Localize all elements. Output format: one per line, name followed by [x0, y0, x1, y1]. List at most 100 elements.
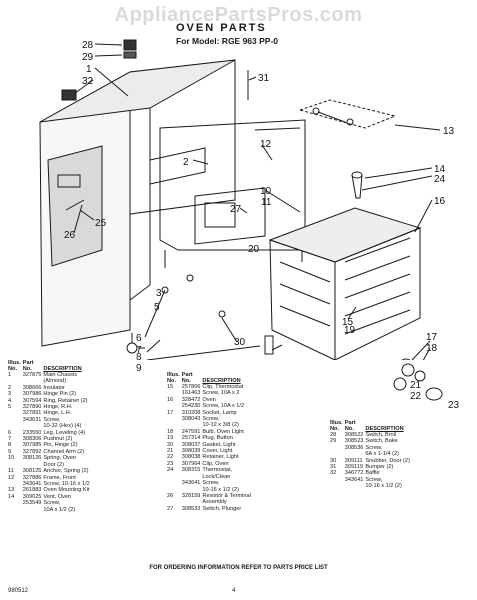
- part-description: Oven Mounting Kit: [43, 487, 90, 494]
- part-number: 309111: [344, 457, 363, 464]
- part-description: 10-16 x 1/2 (2): [202, 486, 239, 493]
- illus-header: Illus.No.: [330, 420, 343, 432]
- illus-number: 12: [8, 474, 15, 481]
- vent-drawing: [351, 171, 363, 199]
- part-number: 233550: [22, 429, 42, 436]
- desc-header: DESCRIPTION: [43, 366, 82, 372]
- part-description: Thermostat,: [202, 467, 233, 474]
- part-description: Vent, Oven: [43, 493, 72, 500]
- part-description: Leg, Leveling (4): [43, 429, 86, 436]
- illus-number: 15: [167, 384, 174, 390]
- part-description: Snubber, Door (2): [365, 457, 410, 464]
- part-description: Cover, Light: [202, 448, 233, 455]
- part-number: 307986: [22, 391, 42, 398]
- part-description: Frame, Front: [43, 474, 76, 481]
- part-number: 343641: [181, 480, 201, 487]
- part-number: 308038: [181, 454, 201, 461]
- callout-25: 25: [95, 218, 107, 229]
- callout-23: 23: [448, 400, 460, 411]
- part-number: [345, 483, 366, 489]
- light-cover-shape: [425, 387, 443, 401]
- part-number: 343641: [22, 480, 42, 487]
- illus-number: 10: [8, 455, 15, 462]
- illus-number: 2: [8, 384, 12, 391]
- illus-number: 13: [8, 487, 15, 494]
- part-description: Hinge, L.H.: [43, 410, 72, 417]
- callout-1: 1: [86, 64, 92, 75]
- part-description: 6A x 1-1/4 (2): [365, 451, 400, 458]
- part-description: Gasket, Light: [202, 441, 236, 448]
- part-description: 10-32 (Hex) (4): [43, 423, 82, 430]
- part-description: Clip, Thermostat: [202, 384, 244, 390]
- illus-number: [330, 483, 345, 489]
- callout-26: 26: [64, 230, 76, 241]
- callout-29: 29: [82, 52, 94, 63]
- part-number: 308666: [22, 384, 42, 391]
- front-frame-drawing: [159, 119, 306, 268]
- part-description: Channel Arm (2): [43, 448, 85, 455]
- illus-number: 23: [167, 460, 174, 467]
- part-number: 308522: [344, 432, 364, 438]
- illus-number: 28: [330, 432, 337, 438]
- part-number: 307985: [22, 442, 42, 449]
- part-description: Insulator: [43, 384, 65, 391]
- callout-14: 14: [434, 164, 446, 175]
- part-number: 310208: [181, 409, 201, 416]
- callout-13: 13: [443, 126, 455, 137]
- part-description: Switch, Plunger: [202, 505, 242, 512]
- part-number: 327875: [22, 372, 42, 378]
- illus-number: 16: [167, 396, 174, 403]
- part-number: [23, 507, 44, 513]
- light-assembly-drawing: [401, 358, 411, 360]
- part-description: Lock/Clean: [202, 473, 231, 480]
- part-description: Anchor, Spring (2): [43, 468, 89, 475]
- illus-number: 11: [8, 468, 14, 475]
- part-description: Screw, 10A x 1/2: [202, 403, 245, 410]
- illus-number: 20: [167, 441, 174, 448]
- callout-31: 31: [258, 73, 270, 84]
- callout-30: 30: [234, 337, 246, 348]
- part-description: 10-12 x 3/8 (2): [202, 422, 239, 429]
- part-number: 261883: [22, 487, 42, 494]
- callout-22: 22: [410, 391, 422, 402]
- illus-number: 5: [8, 404, 12, 411]
- part-number: 308125: [22, 468, 42, 475]
- part-description: Clip, Oven: [202, 460, 229, 467]
- desc-header: DESCRIPTION: [365, 426, 404, 432]
- part-number: 343641: [344, 476, 364, 483]
- oven-mounting-kit-drawing: [298, 99, 397, 129]
- part-description: Bumper (2): [365, 464, 394, 471]
- callout-32: 32: [82, 76, 94, 87]
- part-description: Screw,: [43, 416, 61, 423]
- part-description: Hinge, R.H.: [43, 404, 73, 411]
- part-description: Screw,: [202, 416, 220, 423]
- part-number: 308306: [22, 436, 42, 443]
- illus-number: 30: [330, 457, 337, 464]
- callout-17: 17: [426, 332, 438, 343]
- part-description: 10A x 1/2 (2): [43, 506, 76, 513]
- part-row: Assembly: [167, 499, 253, 505]
- part-number: 308039: [181, 448, 201, 455]
